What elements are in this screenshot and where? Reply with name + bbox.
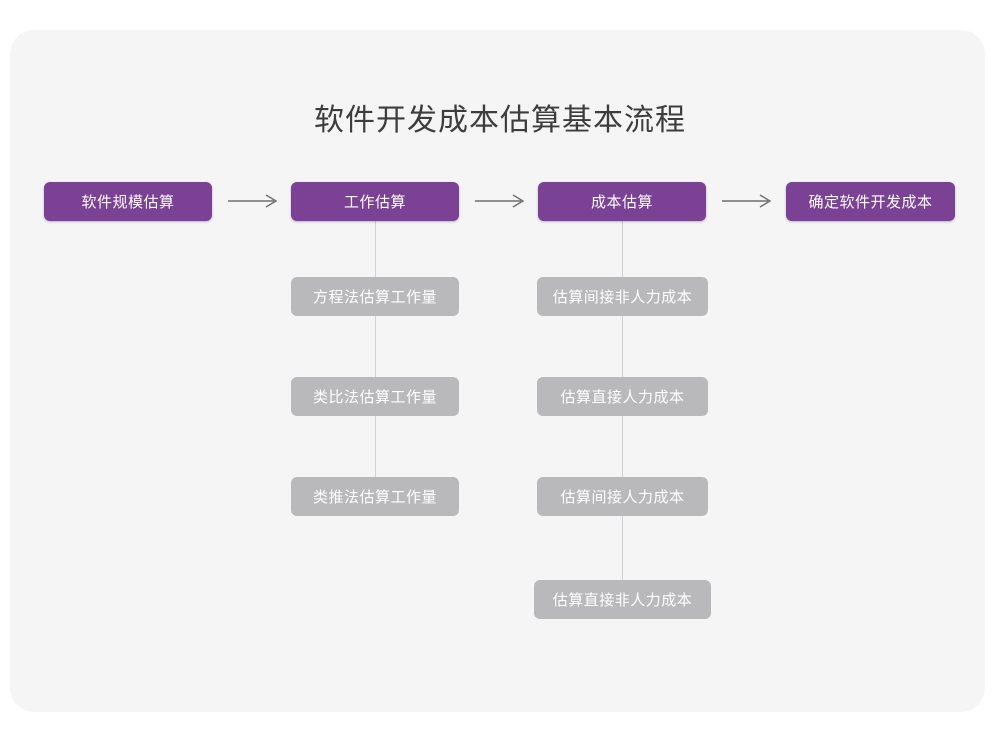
effort-sub-node-2[interactable]: 类比法估算工作量: [291, 377, 459, 416]
flow-node-step-4[interactable]: 确定软件开发成本: [786, 182, 955, 221]
cost-sub-node-4[interactable]: 估算直接非人力成本: [534, 580, 711, 619]
arrow-step1-to-step2: [228, 191, 280, 211]
cost-sub-node-1[interactable]: 估算间接非人力成本: [537, 277, 708, 316]
connector-effort-branch: [375, 219, 376, 516]
connector-cost-branch: [622, 219, 623, 619]
flow-node-step-3[interactable]: 成本估算: [538, 182, 706, 221]
effort-sub-node-1[interactable]: 方程法估算工作量: [291, 277, 459, 316]
cost-sub-node-2[interactable]: 估算直接人力成本: [537, 377, 708, 416]
arrow-step2-to-step3: [475, 191, 527, 211]
arrow-step3-to-step4: [722, 191, 774, 211]
flow-node-step-2[interactable]: 工作估算: [291, 182, 459, 221]
flow-node-step-1[interactable]: 软件规模估算: [44, 182, 212, 221]
effort-sub-node-3[interactable]: 类推法估算工作量: [291, 477, 459, 516]
cost-sub-node-3[interactable]: 估算间接人力成本: [537, 477, 708, 516]
page-title: 软件开发成本估算基本流程: [314, 104, 686, 137]
diagram-card: [10, 30, 985, 712]
